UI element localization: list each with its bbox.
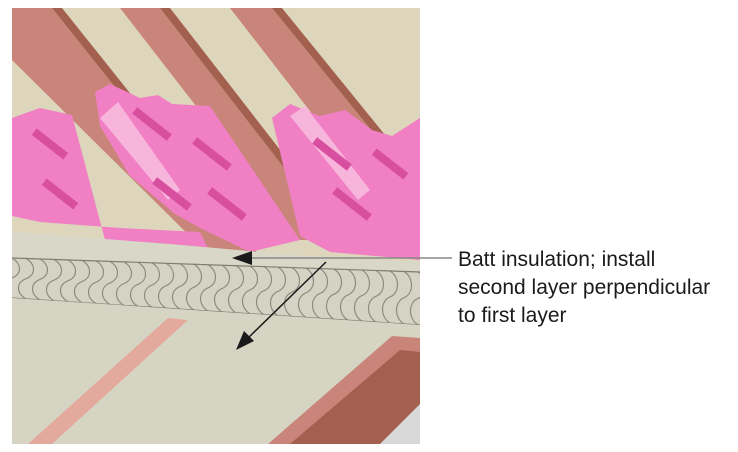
insulation-slot bbox=[371, 148, 409, 180]
insulation-slot bbox=[207, 187, 247, 221]
lower-joist bbox=[28, 318, 188, 444]
callout-line-2: second layer perpendicular bbox=[458, 276, 711, 299]
insulation-slot bbox=[312, 137, 352, 171]
lower-joist-side bbox=[290, 350, 420, 444]
callout-line-3: to first layer bbox=[458, 304, 567, 327]
insulation-slot bbox=[132, 107, 172, 141]
insulation-slot bbox=[192, 137, 232, 171]
drywall-corner bbox=[380, 404, 420, 444]
insulation-slot bbox=[152, 177, 192, 211]
insulation-batt bbox=[12, 108, 210, 252]
insulation-slot bbox=[41, 178, 79, 210]
callout-label: Batt insulation; install second layer pe… bbox=[458, 246, 736, 330]
leader-line-diagonal bbox=[245, 261, 327, 341]
insulation-slot bbox=[31, 128, 69, 160]
insulation-highlight bbox=[100, 102, 180, 200]
batt-fibre-pattern bbox=[12, 258, 420, 325]
joist bbox=[120, 8, 340, 240]
batt-insulation-first-layer bbox=[12, 84, 420, 260]
callout-line-1: Batt insulation; install bbox=[458, 248, 656, 271]
insulation-slot bbox=[332, 187, 372, 221]
arrow-head-down bbox=[236, 331, 254, 350]
batt-insulation-second-layer bbox=[12, 258, 420, 325]
batt-edge-top bbox=[12, 257, 420, 273]
insulation-batt bbox=[95, 84, 300, 252]
arrow-head-left bbox=[232, 251, 252, 265]
